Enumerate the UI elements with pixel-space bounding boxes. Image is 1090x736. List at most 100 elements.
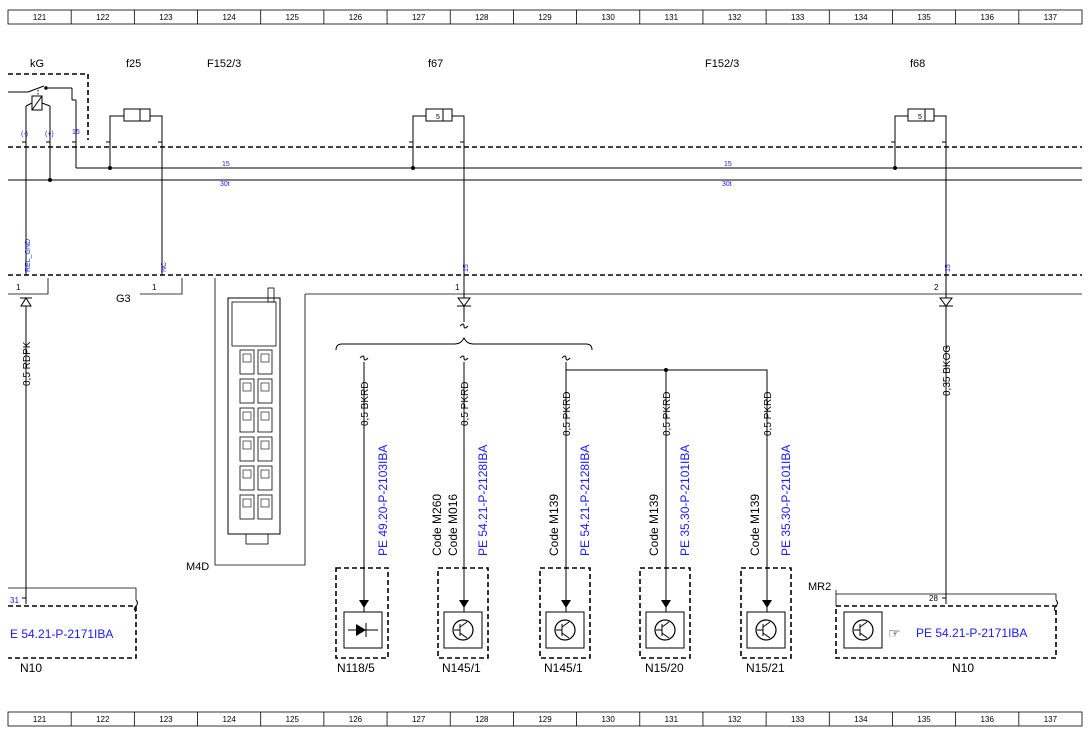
ruler-column-number: 136 xyxy=(981,715,995,724)
ruler-column-number: 133 xyxy=(791,715,805,724)
ruler-column-number: 126 xyxy=(349,715,363,724)
m4d-terminal xyxy=(242,411,252,421)
ruler-column-number: 137 xyxy=(1044,715,1058,724)
m4d-terminal xyxy=(260,469,270,479)
component-n145-1-a xyxy=(437,567,489,659)
label-f67: f67 xyxy=(428,58,443,70)
m4d-cavity xyxy=(257,494,273,520)
label-f68: f68 xyxy=(910,58,925,70)
bus-30t-right-label: 30t xyxy=(722,181,732,188)
ruler-column-number: 129 xyxy=(538,715,552,724)
code-2a: Code M260 xyxy=(430,494,444,556)
m4d-terminal xyxy=(260,353,270,363)
ruler-column-number: 133 xyxy=(791,13,805,22)
ruler-column-number: 134 xyxy=(854,715,868,724)
ruler-column-number: 130 xyxy=(601,13,615,22)
label-f152-left: F152/3 xyxy=(207,58,241,70)
ref-n10-right[interactable]: PE 54.21-P-2171IBA xyxy=(916,626,1027,640)
label-n10-left: N10 xyxy=(20,661,42,675)
ruler-column-number: 126 xyxy=(349,13,363,22)
m4d-cavity xyxy=(239,407,255,433)
fanout xyxy=(335,306,768,620)
label-n10-right: N10 xyxy=(952,661,974,675)
m4d-terminal xyxy=(260,411,270,421)
ruler-column-number: 135 xyxy=(917,715,931,724)
label-f152-right: F152/3 xyxy=(705,58,739,70)
m4d-terminal xyxy=(260,382,270,392)
m4d-terminal xyxy=(260,440,270,450)
signal-15-mid: 15 xyxy=(463,264,470,272)
m4d-cavity xyxy=(257,436,273,462)
ruler-column-number: 136 xyxy=(981,13,995,22)
label-f25: f25 xyxy=(126,58,141,70)
hand-pointer-icon: ☞ xyxy=(888,625,901,641)
ref-5: PE 35.30-P-2101IBA xyxy=(779,445,793,556)
fuse-f25 xyxy=(106,108,163,275)
ruler-column-number: 122 xyxy=(96,715,110,724)
ruler-column-number: 134 xyxy=(854,13,868,22)
ruler-column-number: 123 xyxy=(159,715,173,724)
ruler-column-number: 124 xyxy=(222,715,236,724)
ruler-column-number: 123 xyxy=(159,13,173,22)
m4d-cavity xyxy=(257,407,273,433)
component-n15-21 xyxy=(740,567,792,659)
m4d-terminal xyxy=(242,469,252,479)
component-n10-right xyxy=(835,590,1058,659)
m4d-terminal xyxy=(260,498,270,508)
ruler-column-number: 125 xyxy=(286,13,300,22)
wire-4-label: 0,5 PKRD xyxy=(662,392,673,436)
ruler-column-number: 135 xyxy=(917,13,931,22)
code-5: Code M139 xyxy=(748,494,762,556)
ruler-column-number: 128 xyxy=(475,715,489,724)
ruler-column-number: 127 xyxy=(412,13,426,22)
fuse-f68: 5 xyxy=(891,108,947,300)
pin-marks-kg xyxy=(22,141,77,148)
fuse-f67: 5 xyxy=(409,108,465,300)
ruler-column-number: 125 xyxy=(286,715,300,724)
m4d-cavity xyxy=(239,436,255,462)
ref-2: PE 54.21-P-2128IBA xyxy=(476,445,490,556)
m4d-cavity xyxy=(239,494,255,520)
pin-n10-left: 31 xyxy=(10,596,19,605)
m4d-cavity xyxy=(257,349,273,375)
component-n10-left xyxy=(8,587,138,659)
pin-n10-right: 28 xyxy=(929,594,938,603)
pin-g3: 1 xyxy=(152,283,157,292)
wire-right-label: 0,35 BKOG xyxy=(942,345,953,396)
code-4: Code M139 xyxy=(647,494,661,556)
label-m4d: M4D xyxy=(186,561,209,573)
ruler-column-number: 129 xyxy=(538,13,552,22)
pin-mid: 1 xyxy=(455,283,460,292)
label-n118-5: N118/5 xyxy=(337,661,375,675)
component-n15-20 xyxy=(639,567,691,659)
label-n145-1-b: N145/1 xyxy=(544,661,583,675)
m4d-cavity xyxy=(239,378,255,404)
m4d-terminal xyxy=(242,382,252,392)
pin-left: 1 xyxy=(16,283,21,292)
label-mr2: MR2 xyxy=(808,581,831,593)
m4d-connector xyxy=(214,278,306,566)
relay-symbol xyxy=(8,85,73,116)
ruler-column-number: 131 xyxy=(665,13,679,22)
m4d-terminal xyxy=(242,498,252,508)
wire-5-label: 0,5 PKRD xyxy=(763,392,774,436)
ruler-column-number: 127 xyxy=(412,715,426,724)
pin-kg-plus: (+) xyxy=(45,131,54,138)
component-n145-1-b xyxy=(539,567,591,659)
wire-3-label: 0,5 PKRD xyxy=(562,392,573,436)
ruler-column-number: 124 xyxy=(222,13,236,22)
m4d-cavity xyxy=(239,349,255,375)
m4d-cavity xyxy=(257,465,273,491)
ruler-column-number: 137 xyxy=(1044,13,1058,22)
fuse-f67-rating: 5 xyxy=(436,114,440,121)
ref-4: PE 35.30-P-2101IBA xyxy=(678,445,692,556)
component-n118-5 xyxy=(335,567,389,659)
ref-n10-left: E 54.21-P-2171IBA xyxy=(10,627,113,641)
ref-3: PE 54.21-P-2128IBA xyxy=(578,445,592,556)
label-kg: kG xyxy=(30,58,44,70)
label-n15-21: N15/21 xyxy=(746,661,785,675)
bus-15-right-label: 15 xyxy=(724,161,732,168)
ruler-column-number: 132 xyxy=(728,715,742,724)
